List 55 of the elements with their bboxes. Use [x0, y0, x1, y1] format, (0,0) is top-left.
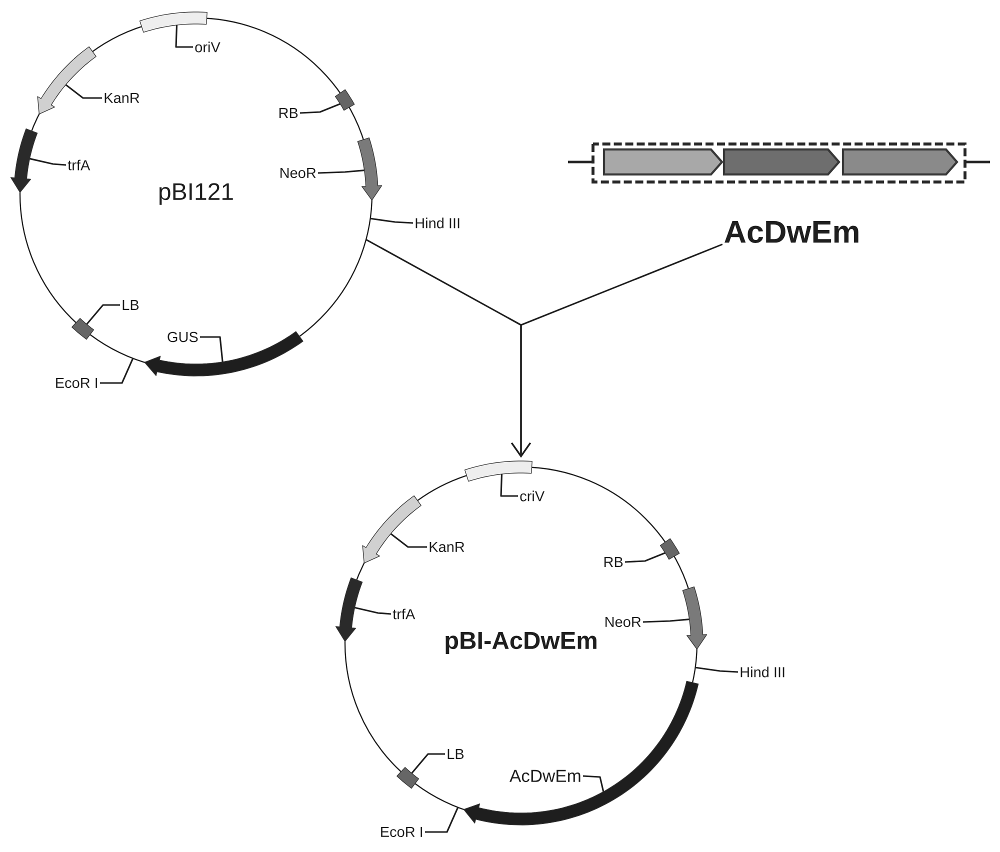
feature-label: KanR: [104, 92, 140, 104]
feature-box: [464, 460, 532, 482]
leader-line: [300, 103, 340, 114]
leader-line: [411, 753, 445, 774]
leader-line: [642, 618, 690, 623]
gene-symbol: [357, 137, 382, 200]
site-label: Hind III: [740, 666, 784, 678]
leader-line: [86, 304, 120, 325]
gene-block: [842, 148, 958, 176]
feature-label: LB: [448, 749, 464, 759]
leader-line: [354, 606, 392, 615]
feature-label: trfA: [68, 160, 90, 170]
feature-label: trfA: [392, 608, 416, 620]
gene-symbol: [335, 577, 363, 642]
site-label: Hind III: [416, 218, 460, 228]
feature-label: KanR: [430, 542, 464, 552]
leader-line: [100, 358, 134, 384]
feature-box: [334, 89, 355, 111]
arrow: [511, 244, 723, 458]
leader-line: [500, 474, 518, 497]
gene-symbol: [463, 680, 699, 826]
feature-box: [660, 538, 680, 560]
gene-symbol: [682, 586, 708, 650]
leader-line: [65, 84, 102, 99]
cassette-label: AcDwEm: [724, 221, 858, 243]
feature-label: NeoR: [606, 616, 641, 628]
leader-line: [370, 218, 414, 224]
gene-symbol: [144, 331, 304, 376]
feature-box: [396, 767, 420, 789]
leader-line: [425, 806, 459, 833]
feature-box: [139, 12, 208, 33]
leader-line: [30, 158, 66, 166]
feature-label: NeoR: [280, 168, 316, 178]
leader-line: [695, 666, 738, 673]
gene-symbol: [362, 495, 422, 564]
feature-box: [72, 318, 94, 340]
feature-label: criV: [520, 490, 545, 502]
leader-line: [175, 25, 193, 48]
site-label: EcoR I: [56, 378, 98, 388]
feature-label: RB: [279, 108, 298, 118]
gene-block: [602, 148, 724, 176]
feature-label: AcDwEm: [510, 770, 580, 782]
feature-label: LB: [122, 300, 139, 310]
gene-symbol: [37, 46, 96, 114]
leader-line: [582, 775, 604, 792]
gene-block: [722, 148, 840, 176]
feature-label: oriV: [195, 42, 220, 52]
feature-label: GUS: [168, 332, 198, 342]
leader-line: [318, 170, 364, 174]
leader-line: [390, 533, 427, 548]
site-label: EcoR I: [381, 826, 422, 838]
feature-label: RB: [604, 557, 623, 567]
leader-line: [624, 552, 666, 563]
gene-symbol: [10, 128, 38, 193]
leader-line: [200, 336, 224, 362]
